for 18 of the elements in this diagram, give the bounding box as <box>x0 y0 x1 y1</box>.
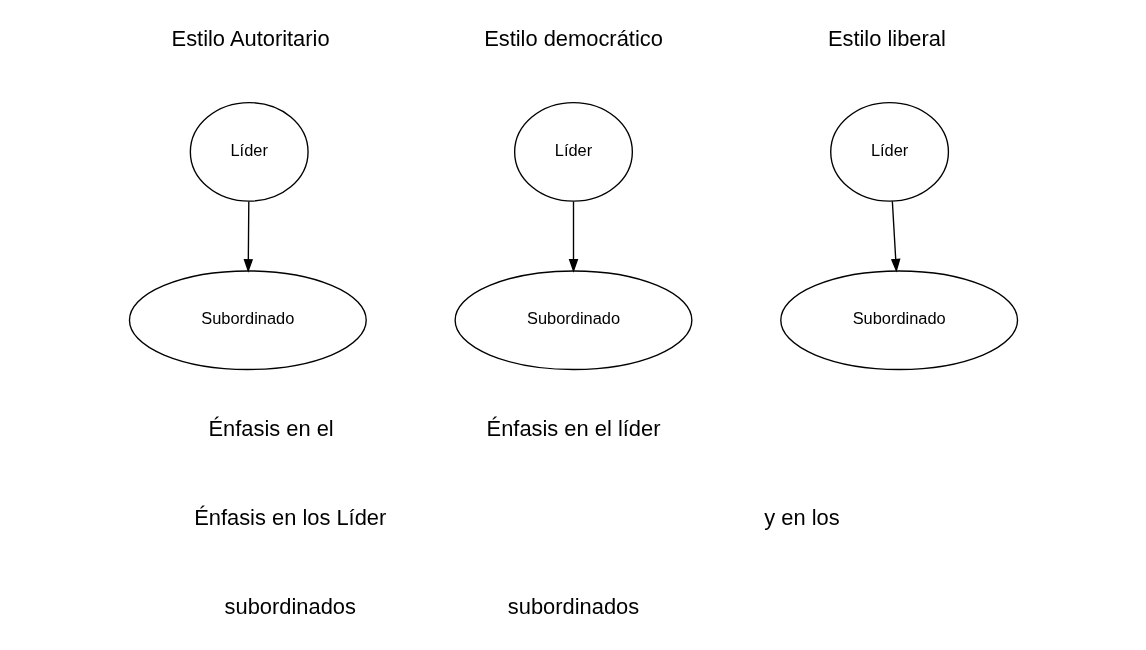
label: Estilo liberal <box>827 26 946 52</box>
label: Énfasis en el líder <box>486 416 660 442</box>
node-ellipse: Líder <box>829 101 949 202</box>
node-ellipse: Líder <box>189 101 309 202</box>
arrow <box>568 200 578 273</box>
node-ellipse: Subordinado <box>453 270 693 371</box>
arrow <box>243 200 253 273</box>
label: Estilo Autoritario <box>171 26 330 52</box>
node-ellipse: Subordinado <box>128 270 367 371</box>
label: subordinados <box>507 594 639 620</box>
label: y en los <box>763 505 840 531</box>
label: Énfasis en el <box>207 416 334 442</box>
label: Énfasis en los Líder <box>193 505 386 531</box>
label: Estilo democrático <box>483 26 663 52</box>
arrow <box>890 200 900 273</box>
node-ellipse: Subordinado <box>779 270 1018 371</box>
node-ellipse: Líder <box>513 101 633 202</box>
label: subordinados <box>224 594 356 620</box>
